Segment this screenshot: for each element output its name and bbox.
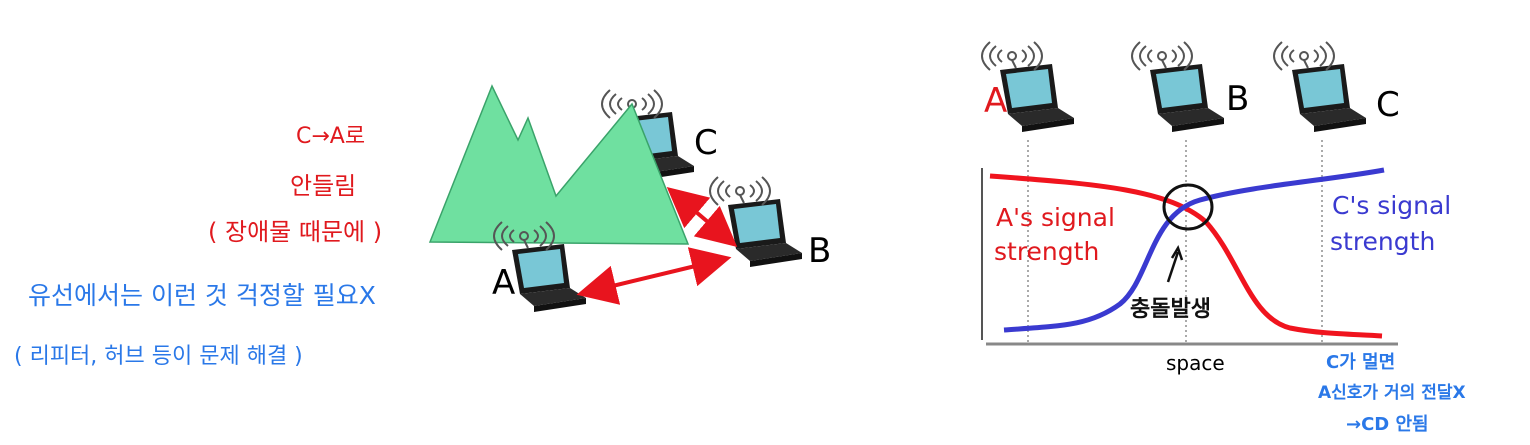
signal-c-label-line1: C's signal: [1332, 191, 1451, 220]
label-c-right: C: [1376, 85, 1400, 125]
label-b-left: B: [808, 231, 831, 271]
laptop-b-icon: [709, 176, 803, 268]
note-a-signal: A신호가 거의 전달X: [1318, 383, 1466, 403]
arrow-c-b: [666, 187, 738, 247]
label-c-left: C: [694, 123, 718, 163]
laptop-c-icon-right: [1273, 41, 1367, 133]
laptop-b-icon-right: [1131, 41, 1225, 133]
note-obstacle: ( 장애물 때문에 ): [208, 218, 383, 246]
note-no-cd: →CD 안됨: [1346, 414, 1429, 435]
collision-circle: [1162, 183, 1214, 231]
label-a-right: A: [984, 81, 1007, 121]
arrow-a-b: [576, 247, 732, 305]
signal-c-label-line2: strength: [1330, 227, 1435, 256]
label-a-left: A: [492, 263, 515, 303]
signal-a-label-line1: A's signal: [996, 203, 1115, 232]
collision-note: 충돌발생: [1130, 297, 1211, 322]
note-cannot-hear: 안들림: [290, 172, 357, 200]
note-wired: 유선에서는 이런 것 걱정할 필요X: [28, 281, 376, 310]
label-b-right: B: [1226, 79, 1249, 119]
collision-pointer-head: [1170, 245, 1184, 261]
signal-c-curve: [1003, 167, 1385, 333]
x-axis-label: space: [1166, 351, 1225, 375]
note-c-to-a: C→A로: [296, 124, 366, 149]
signal-a-curve: [989, 173, 1383, 339]
mountain-obstacle: [428, 84, 690, 245]
signal-a-label-line2: strength: [994, 237, 1099, 266]
note-c-far: C가 멀면: [1326, 352, 1396, 373]
note-repeater: ( 리피터, 허브 등이 문제 해결 ): [14, 344, 303, 369]
collision-pointer: [1166, 251, 1180, 283]
